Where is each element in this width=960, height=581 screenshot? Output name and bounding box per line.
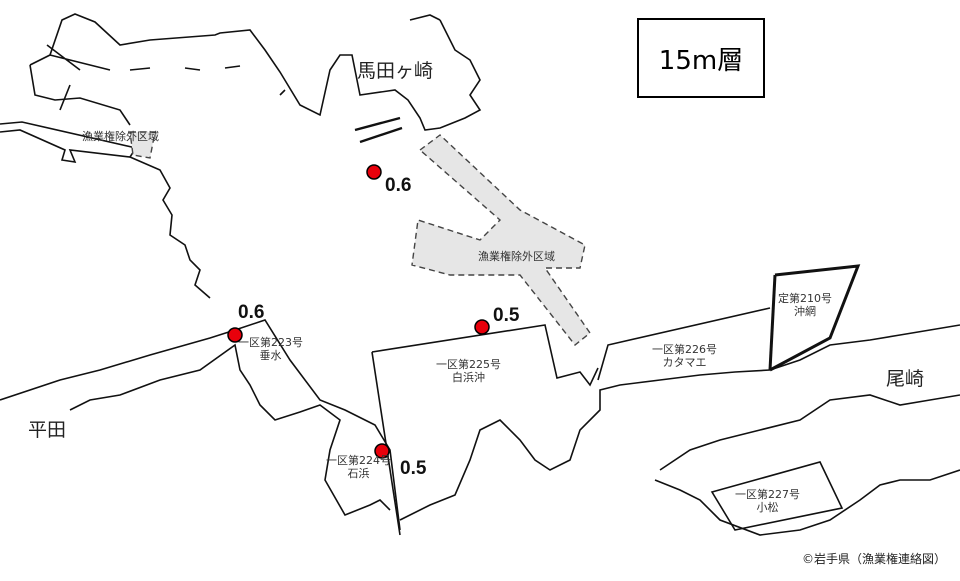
fishery-zone-label-226: 一区第226号カタマエ (652, 343, 717, 369)
sampling-value: 0.6 (385, 175, 412, 196)
excluded-zone-center (411, 134, 591, 346)
copyright-credit: ©岩手県（漁業権連絡図） (801, 552, 946, 566)
sampling-point-marker (474, 319, 490, 335)
excluded-zone-label: 漁業権除外区域 (478, 250, 555, 263)
sampling-point-marker (374, 443, 390, 459)
fishery-zone-label-223: 一区第223号垂水 (238, 336, 303, 362)
fishery-zone-label-224: 一区第224号石浜 (326, 454, 391, 480)
sampling-value: 0.5 (493, 305, 520, 326)
fishery-zone-label-210: 定第210号沖網 (778, 292, 832, 318)
sampling-point-marker (366, 164, 382, 180)
depth-layer-title: 15m層 (637, 18, 765, 98)
harbor-coast (0, 121, 138, 164)
fishery-zone-label-227: 一区第227号小松 (735, 488, 800, 514)
place-madagasaki: 馬田ヶ崎 (357, 60, 434, 82)
excluded-zone-harbor (129, 131, 156, 159)
sampling-value: 0.5 (400, 458, 427, 479)
excluded-zone-label: 漁業権除外区域 (82, 130, 159, 143)
sampling-value: 0.6 (238, 302, 265, 323)
place-ozaki: 尾崎 (886, 368, 925, 390)
place-hirata: 平田 (28, 419, 67, 441)
fishery-zone-label-225: 一区第225号白浜沖 (436, 358, 501, 384)
sampling-point-marker (227, 327, 243, 343)
